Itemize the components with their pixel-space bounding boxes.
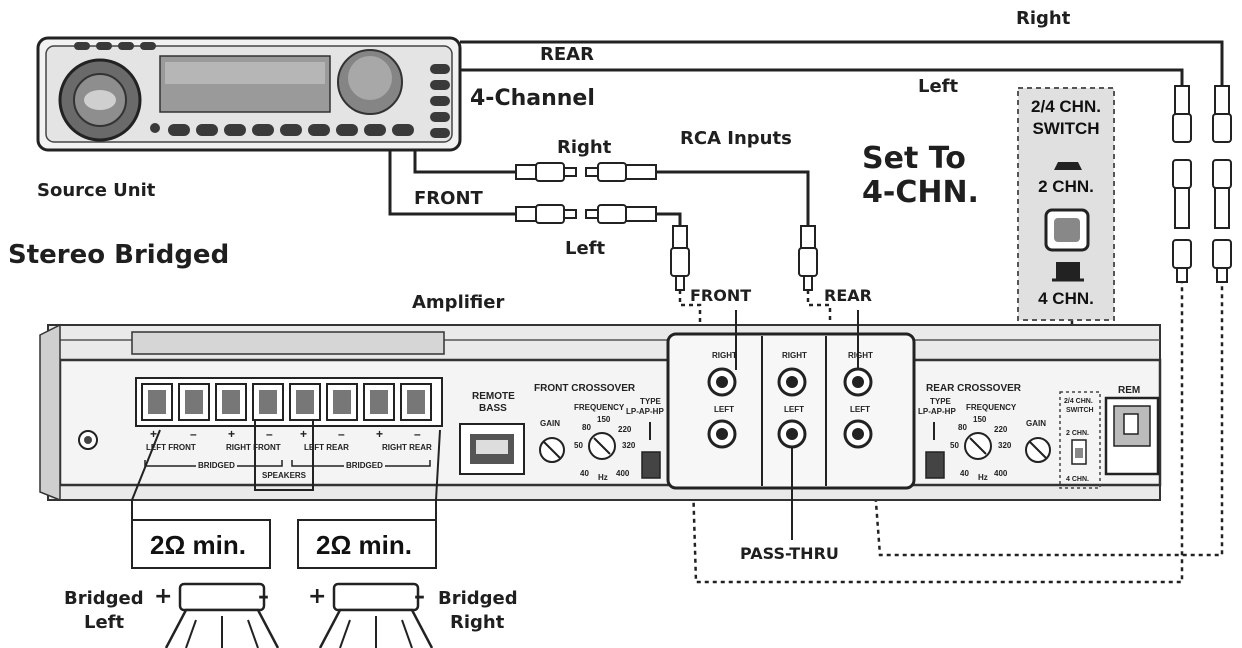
jack-front-right-label: RIGHT xyxy=(712,351,737,360)
rem-label: REM xyxy=(1118,385,1141,396)
amp-rear-label: REAR xyxy=(824,286,872,305)
rear-label: REAR xyxy=(540,44,594,65)
remote-bass-label-line1: REMOTE xyxy=(472,391,515,402)
terminal-plus-2: + xyxy=(228,427,236,441)
right-impedance-label: 2Ω min. xyxy=(316,530,412,560)
mini-switch-line2: SWITCH xyxy=(1066,407,1094,414)
switch-title-line2: SWITCH xyxy=(1032,119,1100,138)
terminal-minus-4: – xyxy=(414,427,421,441)
wires xyxy=(388,40,1224,226)
jack-rear-left-label: LEFT xyxy=(850,405,870,414)
rear-hz-label: Hz xyxy=(978,473,988,482)
front-label: FRONT xyxy=(414,188,483,209)
amplifier-label: Amplifier xyxy=(412,292,505,313)
front-type-switch-icon xyxy=(641,451,661,479)
right-speaker-plus: + xyxy=(308,584,327,609)
jack-pass-right-label: RIGHT xyxy=(782,351,807,360)
terminal-minus-2: – xyxy=(266,427,273,441)
speaker-left-icon xyxy=(164,582,280,648)
speakers-label: SPEAKERS xyxy=(262,471,307,480)
front-tick-400: 400 xyxy=(616,469,630,478)
front-type-label: TYPE xyxy=(640,397,661,406)
front-frequency-label: FREQUENCY xyxy=(574,403,625,412)
rear-tick-220: 220 xyxy=(994,425,1008,434)
rear-tick-50: 50 xyxy=(950,441,959,450)
rca-plugs-front xyxy=(515,162,657,224)
left-wire-label: Left xyxy=(918,76,959,97)
bridged-left-line2: Left xyxy=(84,612,125,633)
rca-right-label: Right xyxy=(557,137,612,158)
set-to-label-line2: 4-CHN. xyxy=(862,175,979,210)
terminal-minus-1: – xyxy=(190,427,197,441)
four-channel-label: 4-Channel xyxy=(470,86,595,111)
rear-type-label: TYPE xyxy=(930,397,951,406)
front-tick-40: 40 xyxy=(580,469,589,478)
right-speaker-minus: – xyxy=(414,584,425,609)
bridged-front-label: BRIDGED xyxy=(196,461,237,470)
mini-4chn-label: 4 CHN. xyxy=(1066,476,1089,483)
rca-jacks xyxy=(707,367,873,449)
left-speaker-plus: + xyxy=(154,584,173,609)
front-tick-320: 320 xyxy=(622,441,636,450)
terminal-plus-1: + xyxy=(150,427,158,441)
source-unit-label: Source Unit xyxy=(37,180,156,201)
mini-switch-line1: 2/4 CHN. xyxy=(1064,398,1093,405)
rear-tick-150: 150 xyxy=(973,415,987,424)
pass-thru-label: PASS-THRU xyxy=(740,544,839,563)
jack-rear-right-label: RIGHT xyxy=(848,351,873,360)
switch-title-line1: 2/4 CHN. xyxy=(1031,97,1101,116)
front-tick-80: 80 xyxy=(582,423,591,432)
chn-switch-box xyxy=(1017,87,1115,321)
set-to-label-line1: Set To xyxy=(862,141,966,176)
jack-front-left-label: LEFT xyxy=(714,405,734,414)
switch-option-4chn: 4 CHN. xyxy=(1038,289,1094,308)
impedance-boxes xyxy=(131,519,437,569)
front-tick-50: 50 xyxy=(574,441,583,450)
right-wire-label: Right xyxy=(1016,8,1071,29)
rca-plugs-rear xyxy=(1172,85,1232,283)
rear-tick-40: 40 xyxy=(960,469,969,478)
rear-type-opts: LP-AP-HP xyxy=(918,407,956,416)
stereo-bridged-label: Stereo Bridged xyxy=(8,240,230,270)
switch-option-2chn: 2 CHN. xyxy=(1038,177,1094,196)
amp-front-label: FRONT xyxy=(690,286,752,305)
rear-gain-label: GAIN xyxy=(1026,419,1046,428)
amplifier-chassis xyxy=(39,310,1162,540)
right-front-label: RIGHT FRONT xyxy=(226,443,281,452)
bridged-right-line2: Right xyxy=(450,612,505,633)
left-speaker-minus: – xyxy=(258,584,269,609)
remote-bass-label-line2: BASS xyxy=(479,403,507,414)
rca-inputs-label: RCA Inputs xyxy=(680,128,792,149)
rear-type-switch-icon xyxy=(925,451,945,479)
front-tick-220: 220 xyxy=(618,425,632,434)
terminal-plus-4: + xyxy=(376,427,384,441)
speaker-right-icon xyxy=(318,582,434,648)
source-unit-graphic xyxy=(36,36,462,152)
mini-2chn-label: 2 CHN. xyxy=(1066,430,1089,437)
front-type-opts: LP-AP-HP xyxy=(626,407,664,416)
bridged-rear-label: BRIDGED xyxy=(344,461,385,470)
rear-frequency-label: FREQUENCY xyxy=(966,403,1017,412)
front-crossover-label: FRONT CROSSOVER xyxy=(534,383,636,394)
rca-plugs-amp xyxy=(670,225,818,291)
jack-pass-left-label: LEFT xyxy=(784,405,804,414)
left-impedance-label: 2Ω min. xyxy=(150,530,246,560)
right-rear-label: RIGHT REAR xyxy=(382,443,432,452)
front-tick-150: 150 xyxy=(597,415,611,424)
terminal-minus-3: – xyxy=(338,427,345,441)
front-hz-label: Hz xyxy=(598,473,608,482)
rca-left-label: Left xyxy=(565,238,606,259)
front-gain-label: GAIN xyxy=(540,419,560,428)
rear-tick-80: 80 xyxy=(958,423,967,432)
rear-crossover-label: REAR CROSSOVER xyxy=(926,383,1022,394)
rear-tick-400: 400 xyxy=(994,469,1008,478)
left-front-label: LEFT FRONT xyxy=(146,443,196,452)
bridged-left-line1: Bridged xyxy=(64,588,144,609)
rear-tick-320: 320 xyxy=(998,441,1012,450)
bridged-right-line1: Bridged xyxy=(438,588,518,609)
left-rear-label: LEFT REAR xyxy=(304,443,349,452)
terminal-plus-3: + xyxy=(300,427,308,441)
